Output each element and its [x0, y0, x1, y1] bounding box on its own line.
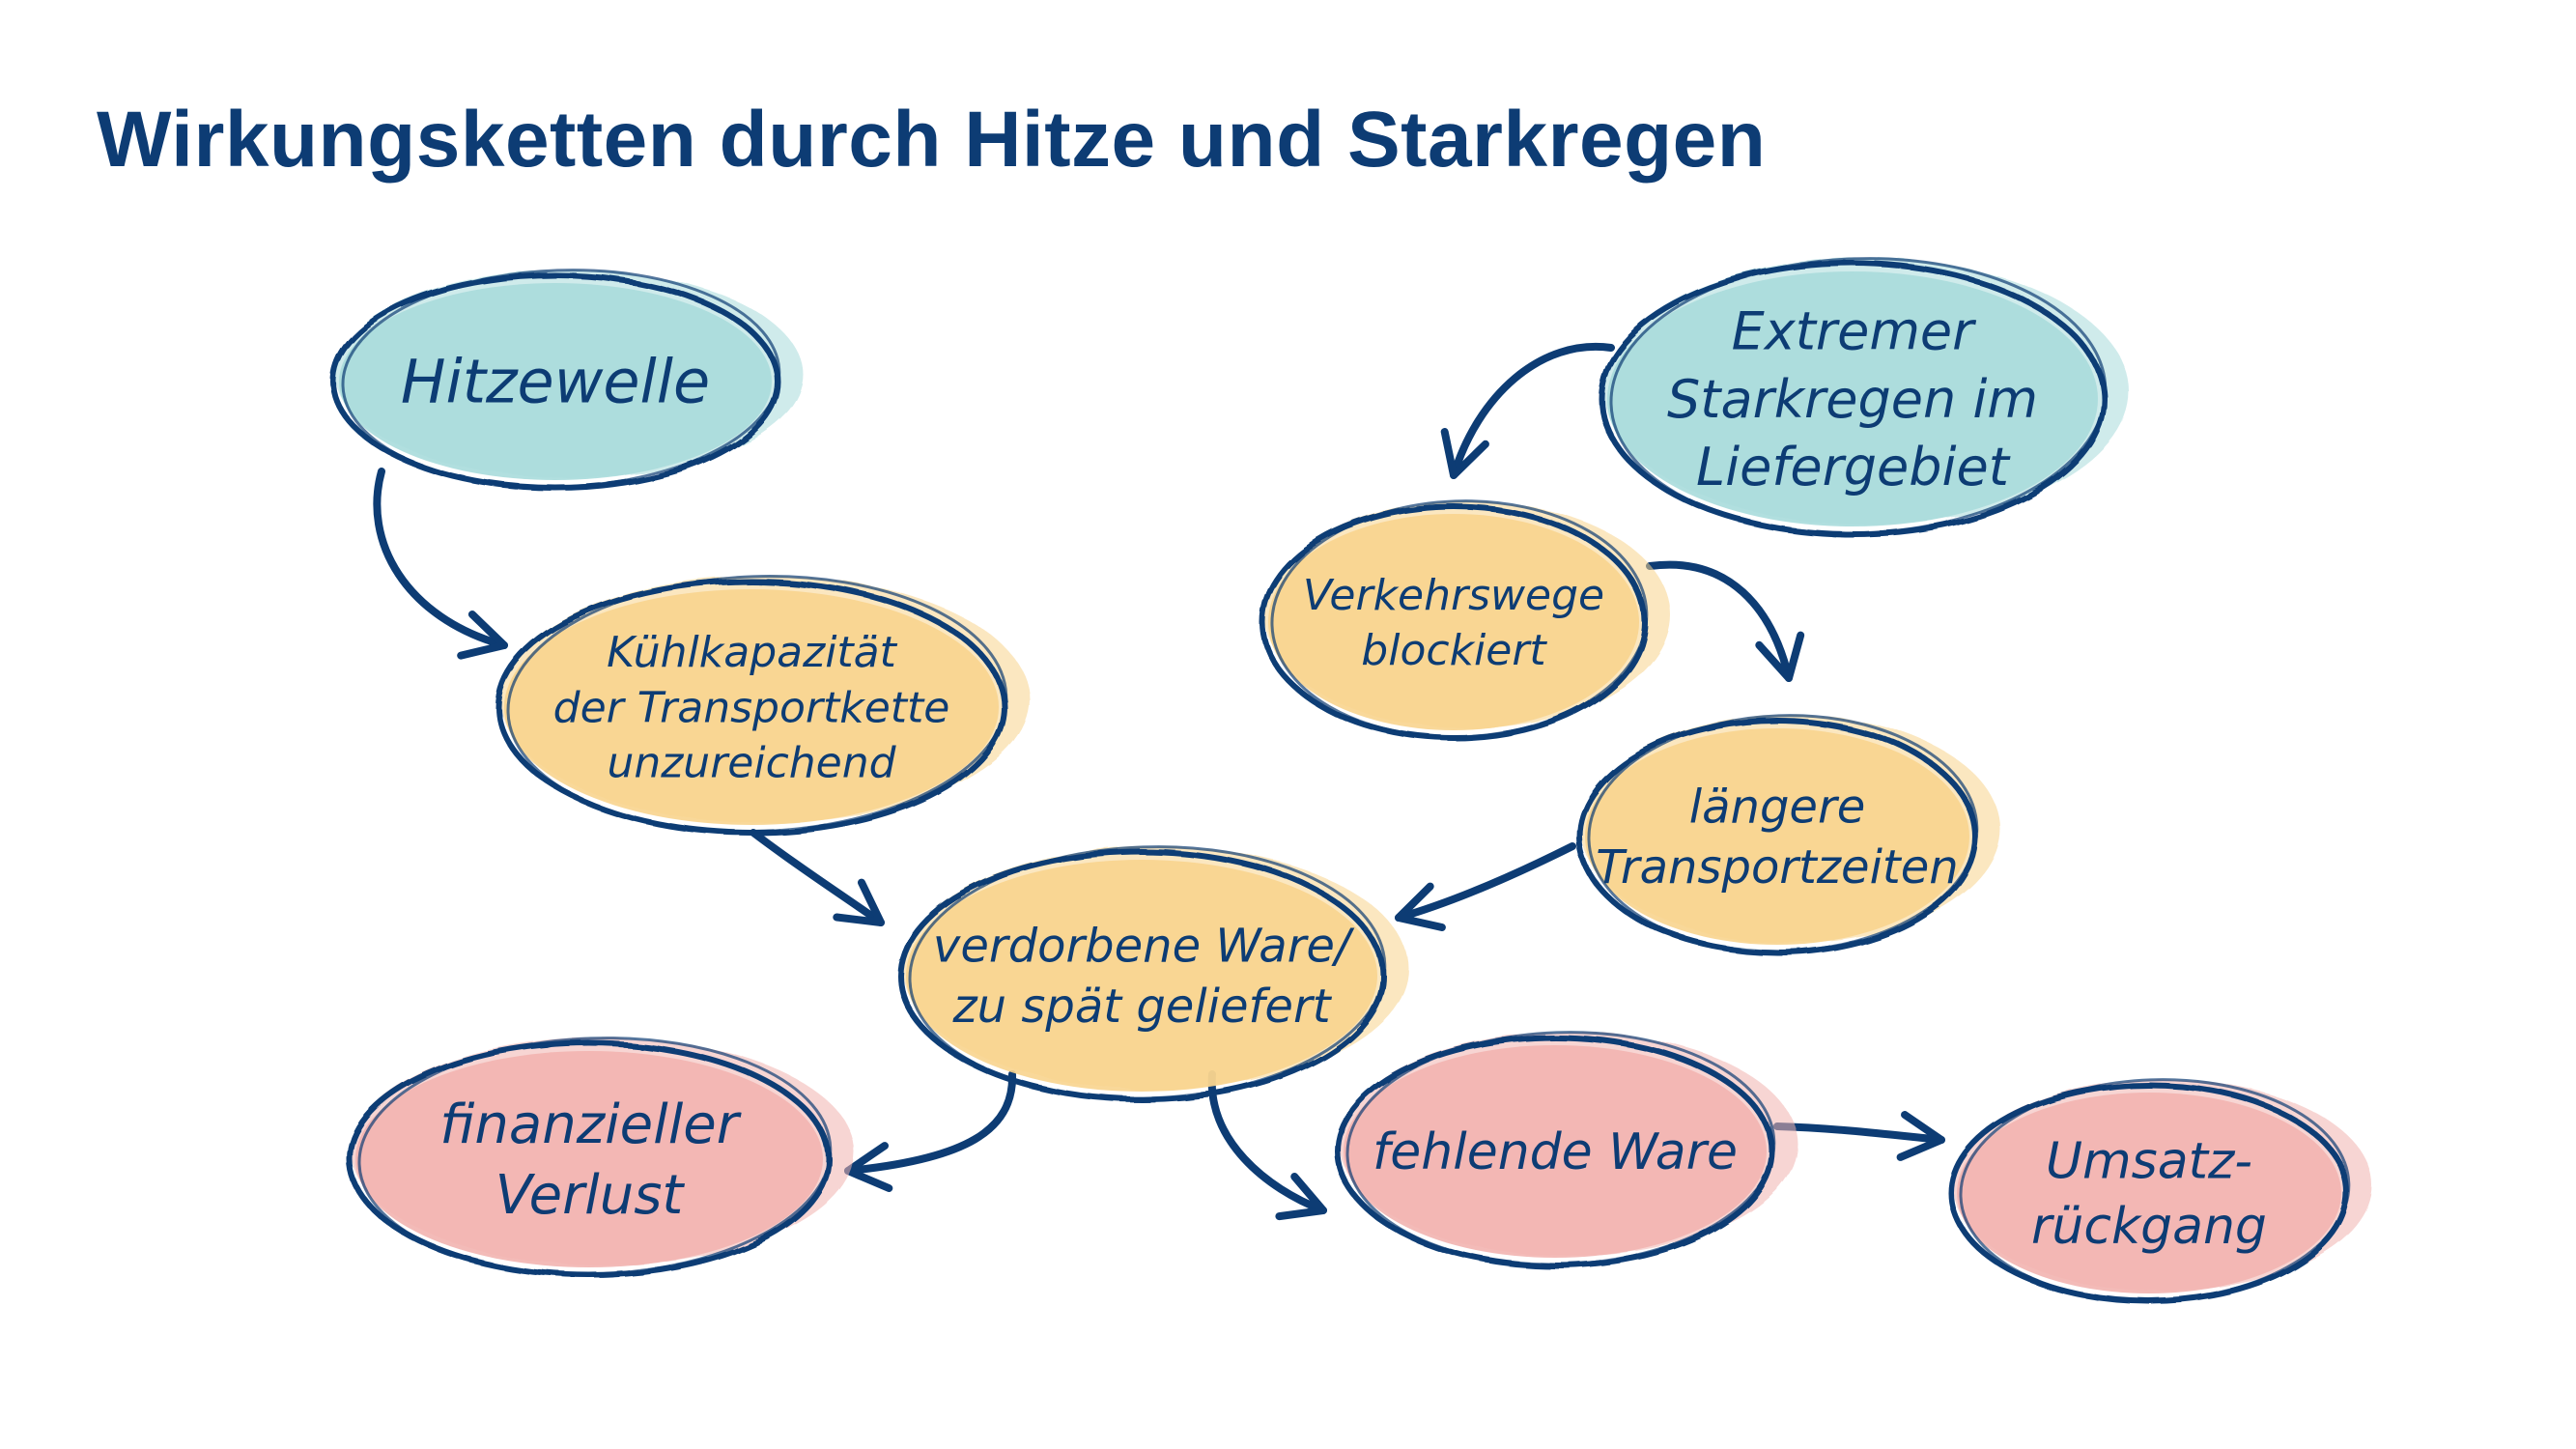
node-outline-second-stroke [1270, 499, 1649, 739]
node-label-line: Starkregen im [1667, 369, 2038, 430]
node-label-line: verdorbene Ware/ [933, 920, 1355, 974]
node-label-line: Umsatz- [2046, 1132, 2252, 1190]
arrow-head-icon [1440, 428, 1489, 479]
node-outline-second-stroke [341, 269, 781, 489]
arrow-head-icon [1896, 1111, 1945, 1161]
node-fill [1268, 514, 1639, 730]
node-fill [355, 1051, 823, 1267]
edge-line [1207, 1070, 1327, 1214]
node-label-line: Liefergebiet [1696, 437, 2011, 497]
node-outline-second-stroke [1587, 714, 1979, 953]
edges-layer [373, 342, 1945, 1221]
node-label-line: Verlust [495, 1164, 686, 1227]
node-kuehlkapazitaet: Kühlkapazität der Transportkette unzureich… [495, 575, 1030, 836]
node-fill [1957, 1093, 2341, 1293]
node-label-line: unzureichend [607, 739, 896, 788]
node-label-line: rückgang [2031, 1198, 2267, 1256]
node-outline-second-stroke [1959, 1078, 2351, 1302]
edge-line [1773, 1122, 1945, 1144]
arrow-head-icon [1275, 1173, 1327, 1221]
edge-line [373, 468, 508, 649]
node-outline-second-stroke [506, 575, 1008, 834]
node-outline-second-stroke [357, 1037, 833, 1276]
edge-line [1395, 842, 1576, 922]
edge-verdorbene-ware-to-finanzieller-verlust [844, 1070, 1017, 1192]
edge-transportzeiten-to-verdorbene-ware [1395, 842, 1576, 931]
node-fill [504, 589, 999, 825]
node-outline-second-stroke [1609, 257, 2108, 535]
edge-line [1646, 560, 1793, 682]
node-hitzewelle: Hitzewelle [330, 269, 803, 491]
edge-hitzewelle-to-kuehlkapazitaet [373, 468, 508, 660]
edge-line [750, 829, 885, 926]
arrow-head-icon [1395, 882, 1446, 931]
node-umsatzrueckgang: Umsatz-rückgang [1948, 1078, 2372, 1304]
node-fill [1585, 728, 1969, 945]
node-fill [1607, 271, 2098, 526]
arrow-head-icon [457, 611, 508, 660]
node-label-line: Hitzewelle [401, 347, 710, 417]
edge-verkehrswege-to-transportzeiten [1646, 560, 1805, 682]
node-fehlende-ware: fehlende Ware [1335, 1031, 1798, 1268]
edge-kuehlkapazitaet-to-verdorbene-ware [750, 829, 885, 926]
node-verdorbene-ware: verdorbene Ware/zu spät geliefert [897, 845, 1408, 1102]
node-label-line: blockiert [1361, 626, 1547, 675]
arrow-head-icon [833, 878, 885, 926]
node-fill [906, 860, 1377, 1092]
node-fill [1344, 1045, 1767, 1258]
node-label-line: Extremer [1732, 301, 1976, 362]
node-label-line: längere [1689, 781, 1865, 835]
edge-starkregen-to-verkehrswege [1440, 342, 1615, 479]
node-outline-second-stroke [908, 845, 1387, 1100]
node-label-line: fehlende Ware [1373, 1123, 1738, 1181]
node-verkehrswege: Verkehrswege blockiert [1260, 499, 1670, 741]
edge-line [1450, 342, 1615, 479]
node-outline-second-stroke [1345, 1031, 1776, 1266]
node-label-line: der Transportkette [553, 683, 950, 732]
node-fill [339, 283, 772, 480]
node-label-line: finanzieller [439, 1094, 741, 1156]
node-label-line: Kühlkapazität [607, 628, 898, 677]
page-title: Wirkungsketten durch Hitze und Starkrege… [97, 96, 1767, 184]
edge-line [844, 1070, 1017, 1175]
edge-fehlende-ware-to-umsatzrueckgang [1773, 1111, 1945, 1161]
arrow-head-icon [1755, 631, 1805, 682]
node-label-line: Transportzeiten [1596, 840, 1958, 895]
edge-verdorbene-ware-to-fehlende-ware [1207, 1070, 1327, 1221]
node-label-line: Verkehrswege [1303, 571, 1604, 620]
node-label-line: zu spät geliefert [951, 980, 1332, 1034]
